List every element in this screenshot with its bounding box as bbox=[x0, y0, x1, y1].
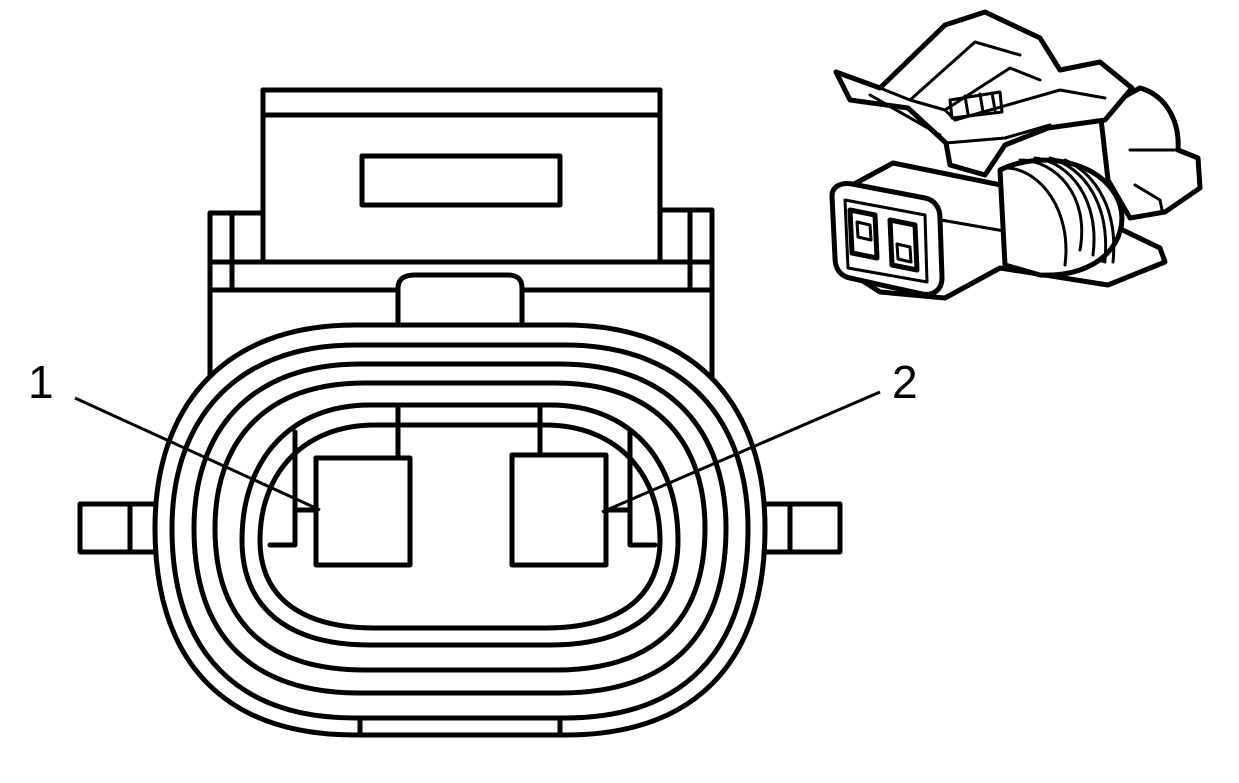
center-key bbox=[395, 272, 525, 333]
terminal-2-cavity bbox=[509, 452, 609, 568]
connector-iso-view bbox=[829, 9, 1203, 301]
right-ear-tab bbox=[757, 501, 843, 555]
iso-terminal-1 bbox=[847, 207, 880, 261]
latch-window bbox=[359, 153, 563, 208]
callouts: 1 2 bbox=[28, 356, 918, 514]
callout-2: 2 bbox=[892, 356, 918, 408]
iso-rear-housing bbox=[1097, 85, 1203, 221]
callout-1: 1 bbox=[28, 356, 54, 408]
left-ear-tab bbox=[77, 501, 163, 555]
leader-line-2 bbox=[601, 390, 881, 514]
terminal-1-cavity bbox=[313, 455, 413, 568]
connector-face-view bbox=[77, 87, 843, 738]
leader-line-1 bbox=[74, 396, 321, 512]
